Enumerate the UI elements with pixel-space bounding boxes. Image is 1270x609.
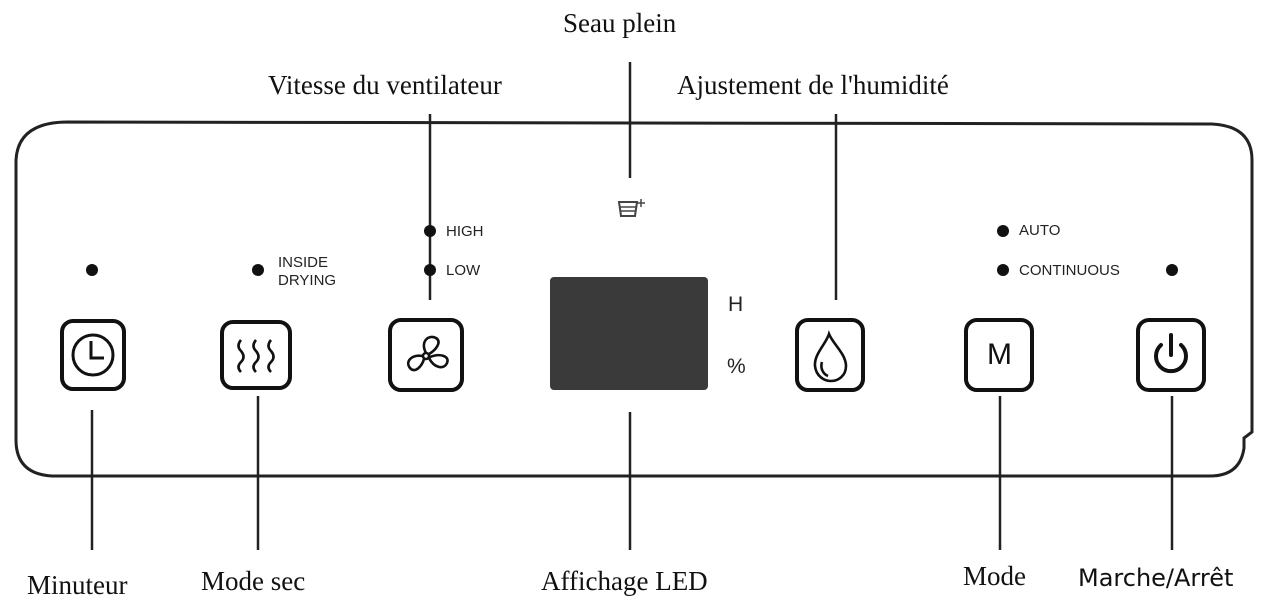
mode-button-letter: M (987, 338, 1012, 371)
fan-icon (406, 335, 449, 372)
low-label: LOW (446, 262, 481, 279)
power-button (1136, 318, 1206, 392)
ajustement-humidite-label: Ajustement de l'humidité (677, 70, 949, 100)
dry-mode-button (220, 320, 292, 390)
continuous-label: CONTINUOUS (1019, 262, 1120, 279)
mode-sec-label: Mode sec (201, 566, 306, 596)
continuous-led-dot (997, 264, 1009, 276)
display-unit-h: H (728, 293, 744, 316)
auto-led-dot (997, 225, 1009, 237)
timer-led-dot (86, 264, 98, 276)
power-icon (1154, 333, 1188, 374)
inside-drying-led-dot (252, 264, 264, 276)
mode-button (964, 318, 1034, 392)
heat-waves-icon (237, 339, 275, 373)
high-label: HIGH (446, 223, 484, 240)
vitesse-ventilateur-label: Vitesse du ventilateur (268, 70, 502, 100)
power-led-dot (1166, 264, 1178, 276)
humidity-button (795, 318, 865, 392)
water-drop-icon (813, 330, 848, 383)
fan-speed-button (388, 318, 464, 392)
timer-button (60, 319, 126, 391)
bucket-full-icon (617, 199, 645, 217)
marche-arret-label: Marche/Arrêt (1078, 564, 1234, 592)
inside-label: INSIDE (278, 254, 329, 271)
low-led-dot (424, 264, 436, 276)
led-display (550, 277, 708, 390)
high-led-dot (424, 225, 436, 237)
display-unit-percent: % (727, 355, 746, 378)
panel-outline (14, 120, 1254, 478)
affichage-led-label: Affichage LED (541, 566, 708, 596)
clock-icon (71, 333, 115, 377)
seau-plein-label: Seau plein (563, 8, 677, 38)
drying-label: DRYING (278, 272, 337, 289)
mode-label: Mode (963, 561, 1026, 591)
minuteur-label: Minuteur (27, 570, 128, 600)
auto-label: AUTO (1019, 222, 1061, 239)
